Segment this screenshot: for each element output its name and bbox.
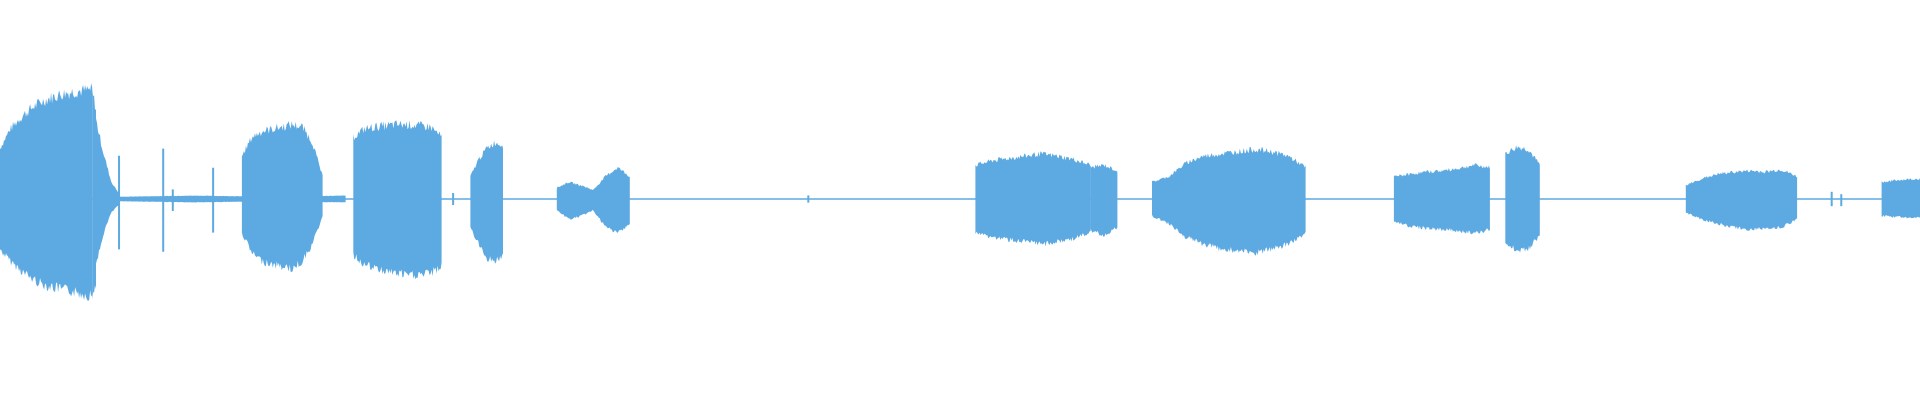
waveform-segment	[1152, 146, 1306, 256]
waveform-segment	[92, 88, 96, 300]
waveform-segment	[975, 151, 1091, 247]
waveform-segment	[0, 83, 93, 302]
waveform-segment	[1505, 145, 1540, 253]
waveform-segment	[96, 118, 119, 264]
waveform-segment	[353, 120, 442, 280]
waveform-segment	[1685, 169, 1798, 231]
waveform-segment	[241, 121, 323, 273]
waveform-segment	[1393, 163, 1490, 235]
waveform-segment	[470, 140, 503, 264]
waveform-segment	[1881, 178, 1920, 219]
waveform-segment	[556, 166, 630, 233]
waveform-segment	[1090, 164, 1118, 237]
